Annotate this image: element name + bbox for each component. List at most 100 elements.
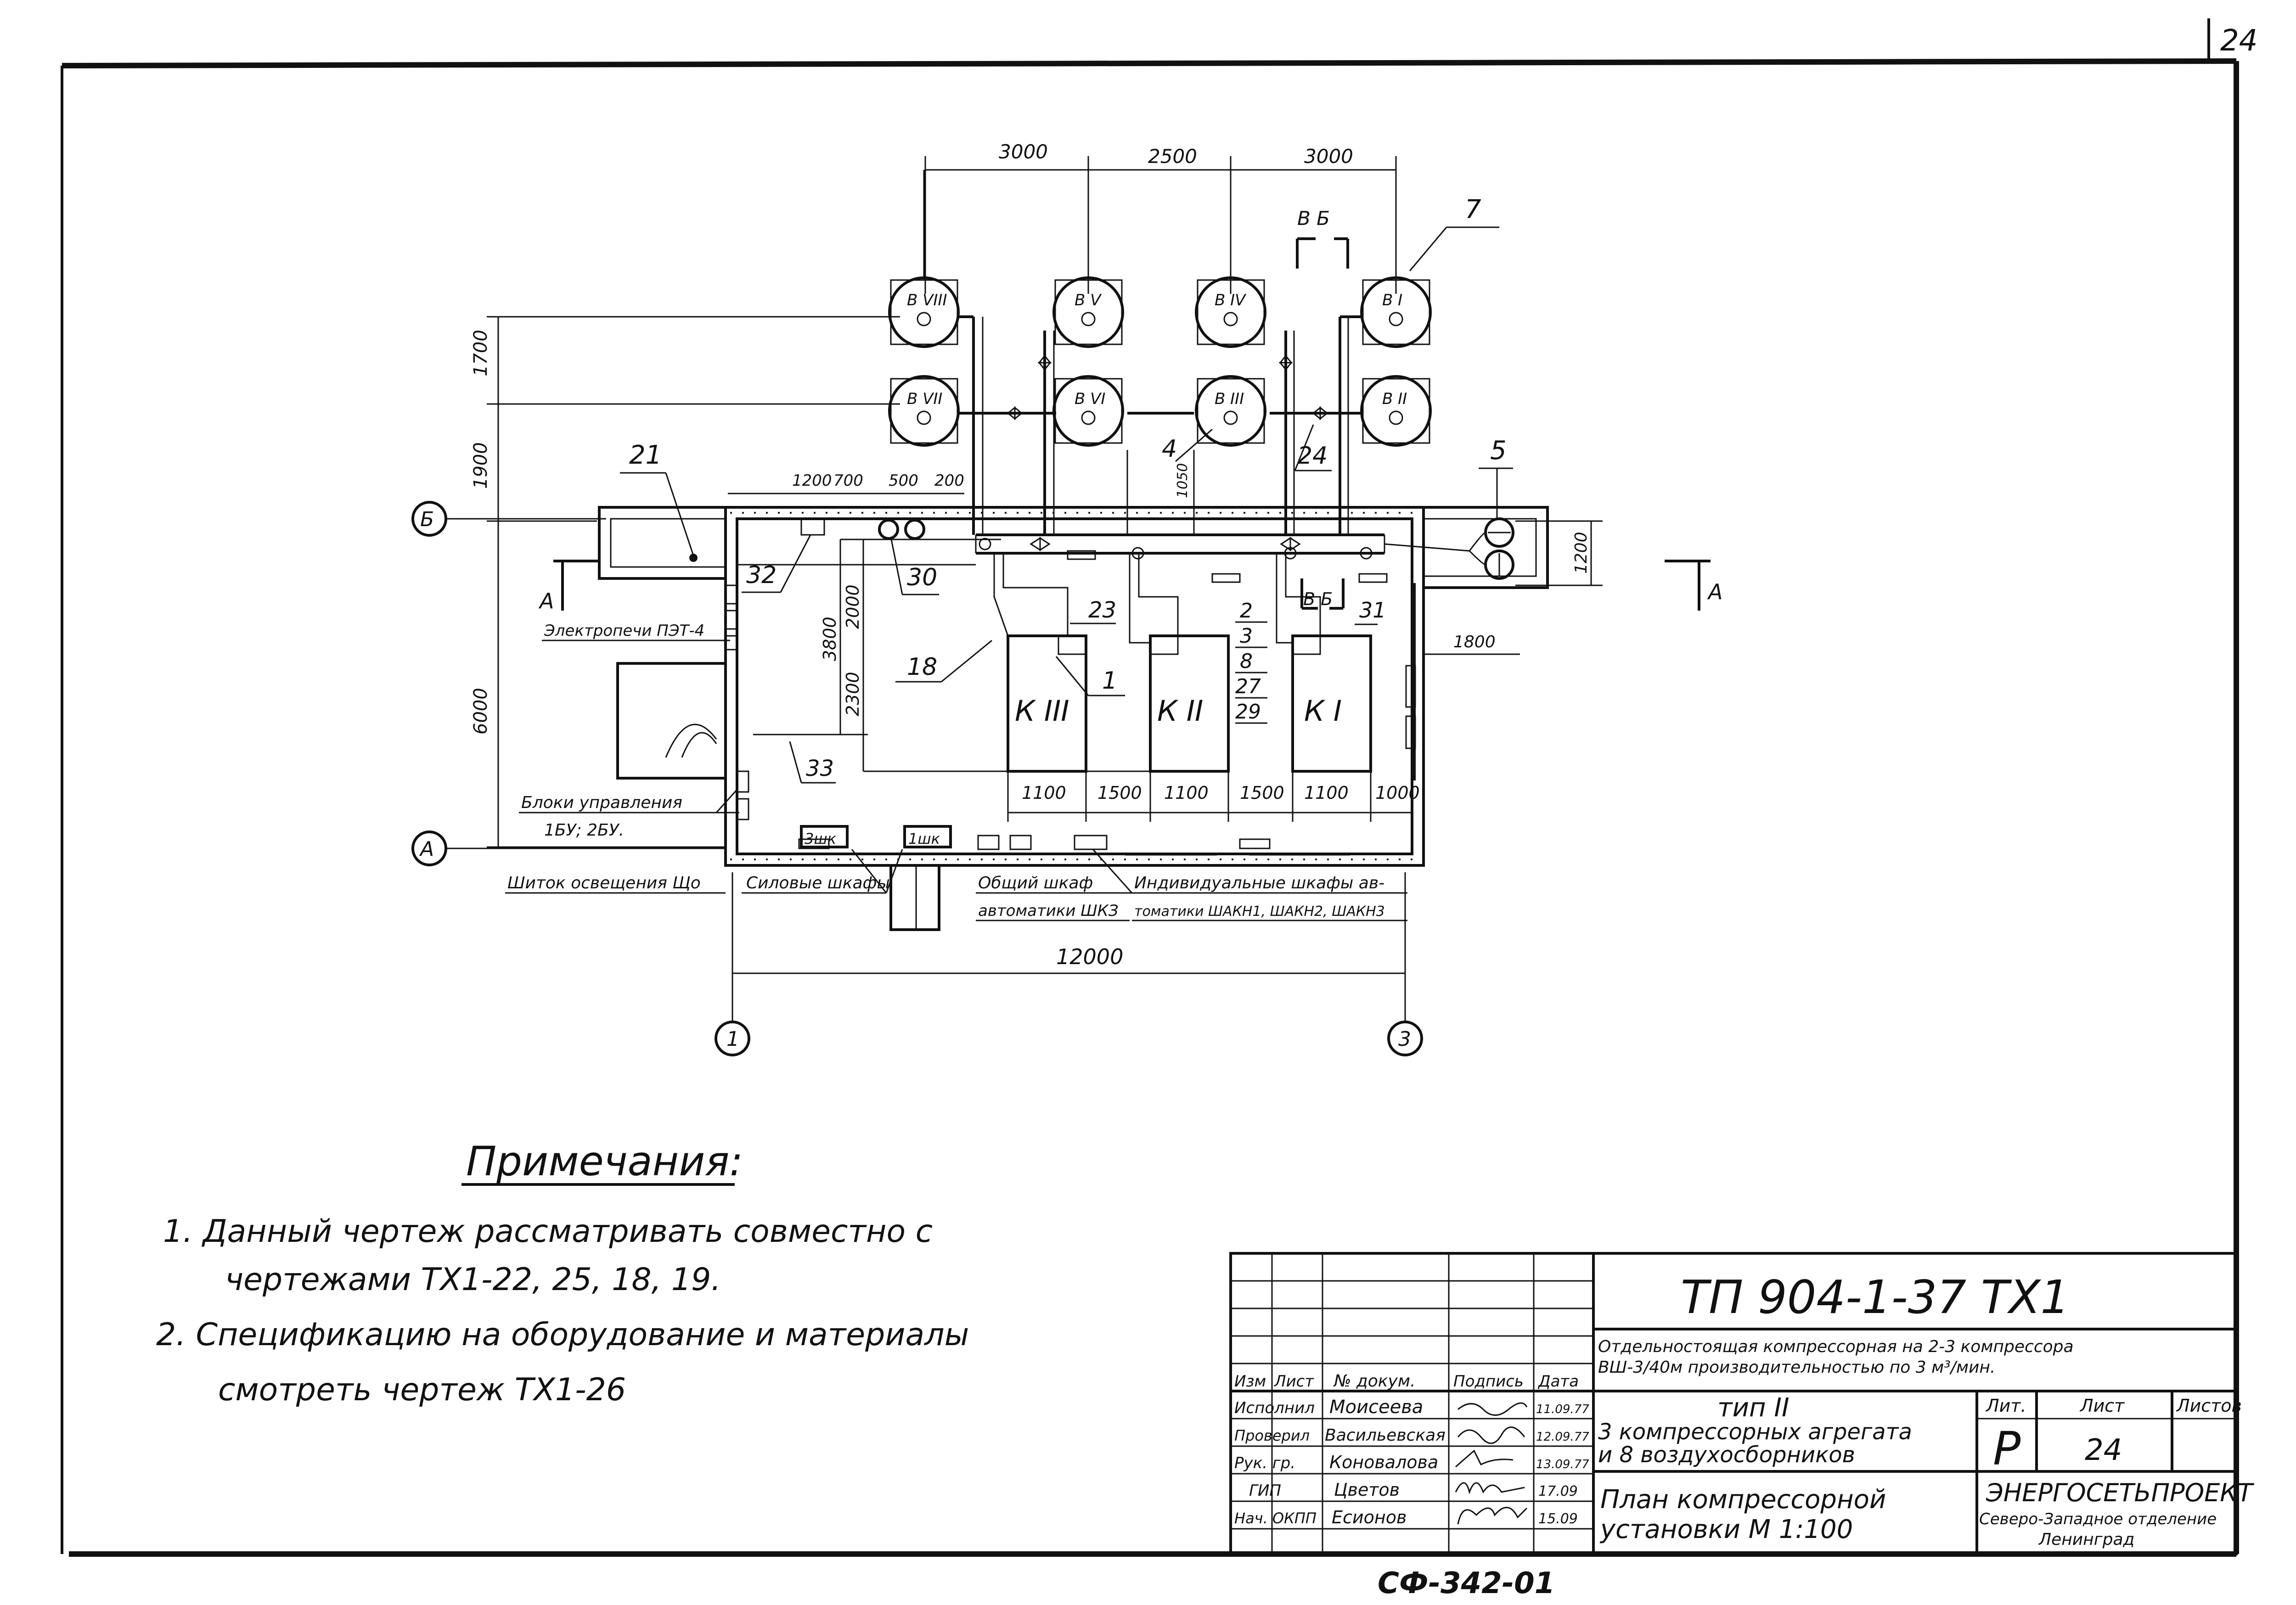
svg-text:Цветов: Цветов: [1334, 1480, 1400, 1500]
svg-text:29: 29: [1235, 700, 1261, 724]
receiver-b-vii: В VII: [888, 375, 960, 447]
stamp-lit-header: Лит.: [1985, 1396, 2026, 1416]
svg-text:1100: 1100: [1022, 783, 1066, 803]
label-lighting-panel: Шиток освещения Що: [507, 874, 701, 892]
svg-text:Васильевская: Васильевская: [1325, 1426, 1446, 1445]
svg-text:Коновалова: Коновалова: [1329, 1452, 1438, 1472]
dim-1050: 1050: [1175, 463, 1191, 498]
svg-text:1500: 1500: [1240, 783, 1284, 803]
section-vb-mark: В Б: [1296, 207, 1349, 269]
label-power-cabinets: Силовые шкафы: [746, 874, 890, 892]
svg-text:1000: 1000: [1375, 783, 1420, 803]
svg-text:Подпись: Подпись: [1453, 1372, 1524, 1391]
label-control-blocks: Блоки управления: [521, 793, 682, 812]
svg-text:В V: В V: [1075, 291, 1102, 309]
title-block: Изм Лист № докум. Подпись Дата Исполнил …: [1229, 1252, 2255, 1555]
compressors: К III К II К I: [993, 553, 1420, 822]
svg-text:Моисеева: Моисеева: [1329, 1397, 1423, 1418]
cabinet-1shk: 1шк: [903, 825, 952, 848]
svg-text:В VI: В VI: [1075, 390, 1105, 408]
svg-text:27: 27: [1235, 675, 1261, 698]
top-inner-dimensions: 1200 700 500 200 1050: [728, 463, 1191, 498]
svg-text:А: А: [1707, 579, 1722, 604]
dim-right-1800: 1800: [1453, 633, 1496, 651]
dim-top-2: 2500: [1148, 145, 1197, 168]
label-general-cabinet: Общий шкаф: [978, 874, 1093, 892]
interior-dimensions: 2000 3800 2300: [753, 539, 1171, 772]
callout-21: 21: [629, 440, 662, 470]
receiver-b-i: В I: [1360, 170, 1432, 348]
section-vb-lower: В Б: [1300, 578, 1345, 610]
svg-text:200: 200: [934, 471, 964, 490]
callout-23: 23: [1088, 597, 1116, 623]
svg-text:700: 700: [833, 471, 863, 490]
compressor-plan: 3000 2500 3000 В Б 7 1700 1900 60: [411, 140, 1722, 1056]
axis-3: 3: [1387, 872, 1423, 1056]
compressor-k-i: К I: [1291, 634, 1372, 773]
stamp-title-2: установки М 1:100: [1599, 1515, 1853, 1544]
label-individual-cabinets: Индивидуальные шкафы ав-: [1134, 874, 1384, 892]
axis-a: А: [411, 831, 726, 866]
svg-text:В VIII: В VIII: [907, 291, 947, 309]
note-2: 2. Спецификацию на оборудование и матери…: [156, 1317, 969, 1353]
stamp-sheet-header: Лист: [2079, 1396, 2125, 1416]
cabinet-3shk: 3шк: [800, 825, 849, 848]
svg-text:12.09.77: 12.09.77: [1536, 1430, 1589, 1444]
section-a-left: А: [538, 560, 599, 613]
receiver-b-ii: В II: [1360, 375, 1432, 447]
air-receivers: В VIII В V В IV В: [888, 170, 1432, 447]
svg-text:№ докум.: № докум.: [1333, 1372, 1415, 1391]
callout-4: 4: [1162, 435, 1177, 463]
building-walls: [598, 506, 1549, 931]
svg-text:3: 3: [1240, 624, 1253, 648]
svg-text:Б: Б: [420, 508, 434, 531]
svg-text:Лист: Лист: [1273, 1372, 1314, 1391]
note-2b: смотреть чертеж ТХ1-26: [218, 1372, 626, 1408]
callout-30: 30: [907, 564, 937, 591]
dim-left-1900: 1900: [470, 442, 491, 489]
right-dimensions: 1200 1800: [1424, 520, 1603, 655]
stamp-signature-rows: Исполнил Моисеева 11.09.77 Проверил Васи…: [1234, 1397, 1589, 1527]
stamp-lit-value: Р: [1993, 1422, 2021, 1476]
dim-right-1200: 1200: [1572, 532, 1591, 574]
svg-text:1100: 1100: [1164, 783, 1209, 803]
stamp-desc-1: Отдельностоящая компрессорная на 2-3 ком…: [1598, 1337, 2074, 1356]
axis-b: Б: [411, 501, 606, 537]
dim-left-1700: 1700: [470, 330, 491, 376]
svg-text:В VII: В VII: [907, 390, 942, 408]
svg-text:Исполнил: Исполнил: [1234, 1399, 1315, 1417]
callout-32: 32: [746, 561, 777, 589]
svg-text:1: 1: [726, 1027, 739, 1051]
footer-code: СФ-342-01: [1378, 1566, 1555, 1600]
stamp-org: ЭНЕРГОСЕТЬПРОЕКТ: [1986, 1478, 2255, 1507]
svg-text:Нач. ОКПП: Нач. ОКПП: [1234, 1510, 1317, 1527]
stamp-sheet-value: 24: [2085, 1433, 2122, 1467]
svg-text:В II: В II: [1382, 390, 1407, 408]
svg-text:Дата: Дата: [1537, 1372, 1579, 1391]
svg-text:2: 2: [1240, 599, 1253, 623]
svg-text:15.09: 15.09: [1538, 1511, 1578, 1527]
stamp-col-headers: Изм Лист № докум. Подпись Дата: [1234, 1372, 1579, 1391]
stamp-type: тип II: [1717, 1393, 1789, 1423]
dim-3800: 3800: [820, 617, 840, 661]
note-1: 1. Данный чертеж рассматривать совместно…: [163, 1213, 933, 1250]
callout-18: 18: [907, 653, 937, 681]
stamp-title-1: План компрессорной: [1600, 1485, 1886, 1515]
top-left-equipment: [800, 518, 925, 540]
callout-1: 1: [1102, 667, 1117, 695]
svg-text:12000: 12000: [1056, 944, 1123, 969]
svg-text:К I: К I: [1304, 694, 1342, 728]
left-dimensions: 1700 1900 6000: [470, 316, 900, 848]
callout-7: 7: [1409, 195, 1499, 271]
callout-31: 31: [1359, 598, 1386, 623]
external-valves: [1469, 517, 1514, 580]
svg-text:500: 500: [889, 471, 918, 490]
receiver-b-iv: В IV: [1195, 170, 1266, 348]
callouts: 21 4 24 5 32 30 23 18 1 3: [620, 424, 1513, 784]
svg-text:А: А: [538, 589, 554, 613]
svg-text:17.09: 17.09: [1538, 1483, 1578, 1499]
stamp-sheets-header: Листов: [2176, 1396, 2242, 1416]
dim-2000: 2000: [843, 584, 863, 629]
svg-text:7: 7: [1465, 195, 1481, 224]
svg-text:В I: В I: [1382, 291, 1402, 309]
